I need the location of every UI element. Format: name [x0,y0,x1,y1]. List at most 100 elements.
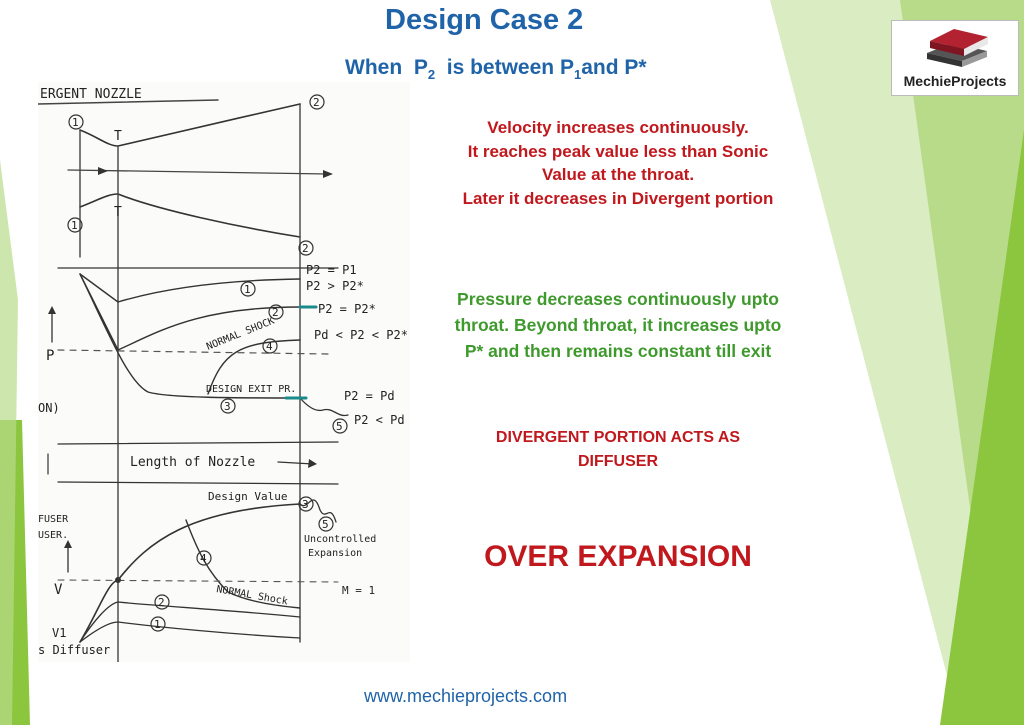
subtitle-p2: P [413,56,428,79]
velocity-shock-curve [185,519,301,609]
on-label: ON) [38,401,60,415]
v-station-1-marker [150,616,166,632]
sketch-top-underline [38,99,219,105]
slide-subtitle: When P2 is between P1and P* [345,56,647,82]
pressure-line-3: P* and then remains constant till exit [464,341,772,361]
station-1-bottom-label: 1 [71,219,78,232]
label-p2-lt-pd: P2 < Pd [354,413,405,427]
bg-left-stripe-light [0,160,18,725]
velocity-line-2: It reaches peak value less than Sonic [467,141,769,161]
curve-1-marker [240,281,256,297]
v1-label: V1 [52,626,66,640]
user-label: USER. [38,530,68,541]
books-icon [927,29,988,67]
label-p2-gt-pstar: P2 > P2* [306,279,364,293]
v-station-4-marker [196,550,212,566]
diffuser-description: DIVERGENT PORTION ACTS AS DIFFUSER [412,426,824,473]
nozzle-lower-wall [79,193,301,238]
slide-title: Design Case 2 [385,4,584,36]
website-link[interactable]: www.mechieprojects.com [364,686,568,706]
pressure-bottom-line [57,441,339,445]
critical-pressure-line [57,349,329,355]
label-design-value: Design Value [208,490,287,503]
pressure-curve-3 [79,273,301,399]
v-station-5-marker [318,516,334,532]
diffuser-label: s Diffuser [38,643,110,657]
velocity-line-1: Velocity increases continuously. [487,118,749,137]
pressure-curve-5 [299,397,349,417]
velocity-description: Velocity increases continuously. It reac… [412,116,824,210]
flow-arrow-left [98,167,108,175]
nozzle-sketch-diagram: ERGENT NOZZLE T T 1 1 2 2 P ON) P2 = P1 … [38,82,410,662]
length-arrow [277,461,314,465]
over-expansion-heading: OVER EXPANSION [484,540,752,573]
station-1-top-label: 1 [72,116,79,129]
station-2-top [309,94,325,110]
sonic-line [57,579,339,583]
curve-4-marker [262,338,278,354]
v-station-3-marker [298,496,314,512]
sketch-top-label: ERGENT NOZZLE [40,87,142,102]
curve-1-marker-label: 1 [244,283,251,296]
diffuser-line-2: DIFFUSER [578,452,658,470]
pressure-line-1: Pressure decreases continuously upto [457,289,779,309]
pressure-description: Pressure decreases continuously upto thr… [412,286,824,364]
logo-text: MechieProjects [903,73,1007,89]
v-station-2-label: 2 [158,596,165,609]
label-uncontrolled: Uncontrolled [304,534,376,545]
curve-2-marker [268,304,284,320]
velocity-curve-2 [79,601,301,643]
throat-label-bottom: T [114,205,122,220]
throat-sonic-point [115,577,121,583]
v-station-5-label: 5 [322,518,329,531]
v-station-3-label: 3 [302,498,309,511]
velocity-line-4: Later it decreases in Divergent portion [462,188,774,208]
p-axis-arrowhead [48,306,56,314]
station-1-top [68,114,84,130]
station-1-bottom [67,217,83,233]
velocity-top-line [57,481,339,485]
v-station-2-marker [154,594,170,610]
subtitle-when: When [345,56,403,79]
curve-5-marker [332,418,348,434]
subtitle-p1: P [559,56,574,79]
v-axis-arrowhead [64,540,72,548]
label-p2-eq-pd: P2 = Pd [344,389,395,403]
station-2-bottom-label: 2 [302,242,309,255]
mechieprojects-logo: MechieProjects [891,20,1019,96]
velocity-uncontrolled-curve [299,499,337,523]
v-station-4-label: 4 [200,552,207,565]
length-of-nozzle-label: Length of Nozzle [130,455,255,470]
curve-2-marker-label: 2 [272,306,279,319]
label-pd-range: Pd < P2 < P2* [314,328,408,342]
label-p2-eq-pstar: P2 = P2* [318,302,376,316]
p-axis-label: P [46,348,54,364]
label-expansion: Expansion [308,548,362,559]
curve-3-marker-label: 3 [224,400,231,413]
velocity-curve-1 [79,621,301,643]
subtitle-p2-sub: 2 [427,67,436,83]
flow-arrow-right [323,170,333,178]
length-arrowhead [308,459,317,468]
curve-5-marker-label: 5 [336,420,343,433]
throat-label-top: T [114,129,122,144]
v-axis-label: V [54,582,63,598]
bg-stripe-dark [940,130,1024,725]
diffuser-line-1: DIVERGENT PORTION ACTS AS [495,429,741,446]
pressure-line-2: throat. Beyond throat, it increases upto [454,315,782,335]
v-station-1-label: 1 [154,618,161,631]
pressure-curve-4 [207,339,301,395]
station-2-top-label: 2 [313,96,320,109]
pressure-curve-1 [79,273,301,303]
station-2-bottom [298,240,314,256]
curve-4-marker-label: 4 [266,340,273,353]
nozzle-upper-wall [79,103,301,147]
subtitle-end: and P* [581,56,647,79]
label-normal-shock-velocity: NORMAL Shock [215,584,288,607]
subtitle-between: is between [446,56,555,79]
velocity-design-curve [79,503,301,643]
fuser-label: FUSER [38,514,69,525]
label-design-exit: DESIGN EXIT PR. [206,384,296,395]
velocity-line-3: Value at the throat. [541,165,695,184]
